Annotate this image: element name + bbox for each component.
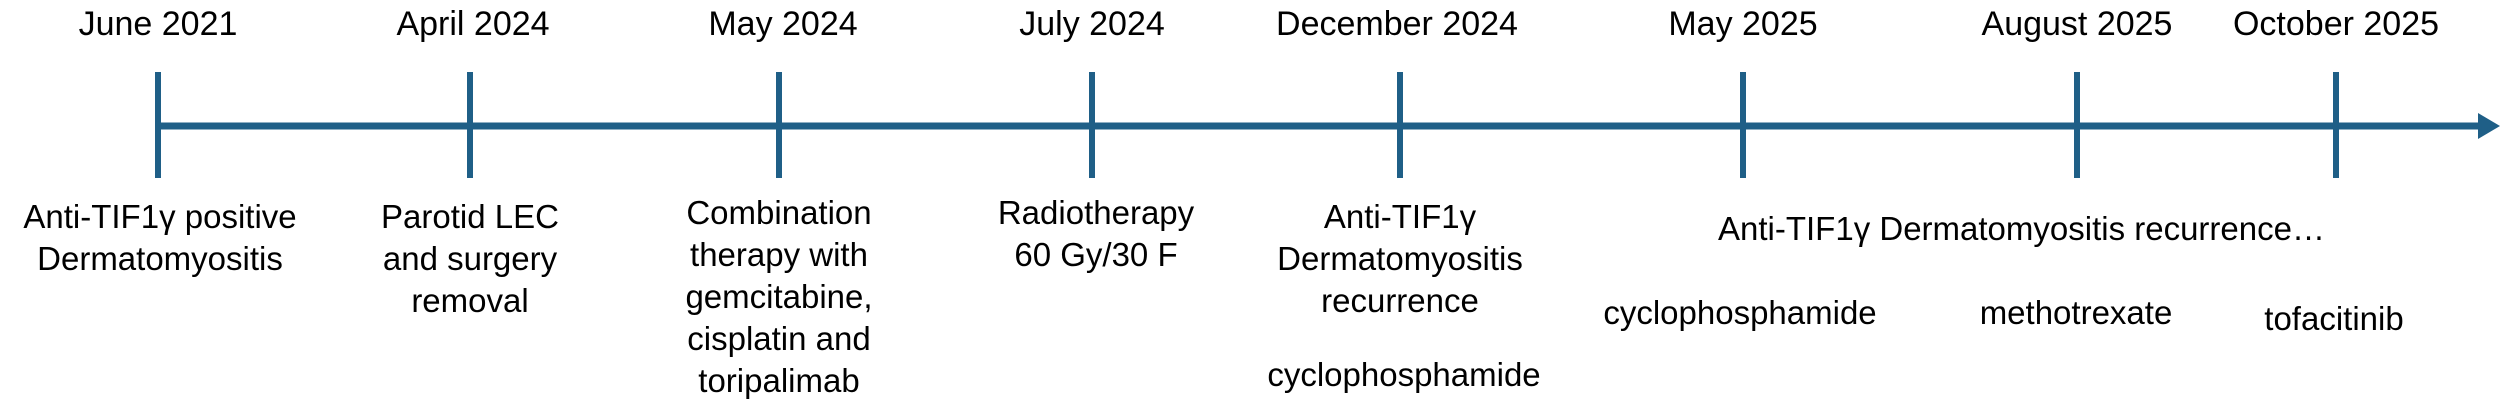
event-text-line: Combination <box>686 194 872 231</box>
event-text-line: removal <box>411 282 529 319</box>
event-text-line: Dermatomyositis <box>1277 240 1523 277</box>
recurrence-banner: Anti-TIF1γ Dermatomyositis recurrence… <box>1718 210 2325 247</box>
date-label-october-2025: October 2025 <box>2232 5 2440 43</box>
date-label-december-2024: December 2024 <box>1276 5 1518 43</box>
event-text-line: gemcitabine, <box>685 278 873 315</box>
treatment-label-october-2025: tofacitinib <box>2264 300 2404 337</box>
date-label-may-2025: May 2025 <box>1668 5 1818 43</box>
event-text-line: Anti-TIF1γ <box>1323 198 1477 235</box>
event-text-line: Dermatomyositis <box>37 240 283 277</box>
event-text-line: 60 Gy/30 F <box>1014 236 1178 273</box>
treatment-label-may-2025: cyclophosphamide <box>1603 294 1877 331</box>
event-description-july-2024: Radiotherapy 60 Gy/30 F <box>998 192 1194 276</box>
date-label-july-2024: July 2024 <box>1019 5 1165 43</box>
treatment-label-december-2024: cyclophosphamide <box>1267 356 1541 393</box>
date-label-august-2025: August 2025 <box>1981 5 2173 43</box>
event-text-line: Radiotherapy <box>997 194 1195 231</box>
date-label-april-2024: April 2024 <box>396 5 550 43</box>
event-text-line: Anti-TIF1γ positive <box>23 198 297 235</box>
event-text-line: toripalimab <box>698 362 860 399</box>
event-text-line: cisplatin and <box>687 320 871 357</box>
event-text-line: recurrence <box>1321 282 1479 319</box>
event-description-june-2021: Anti-TIF1γ positive Dermatomyositis <box>23 196 296 280</box>
treatment-label-august-2025: methotrexate <box>1979 294 2173 331</box>
event-description-december-2024: Anti-TIF1γ Dermatomyositis recurrence <box>1277 196 1523 322</box>
event-text-line: therapy with <box>690 236 868 273</box>
date-label-may-2024: May 2024 <box>708 5 858 43</box>
event-text-line: Parotid LEC <box>381 198 559 235</box>
date-label-june-2021: June 2021 <box>78 5 238 43</box>
event-description-may-2024: Combination therapy with gemcitabine, ci… <box>685 192 872 402</box>
timeline-arrowhead <box>2478 113 2500 139</box>
event-description-april-2024: Parotid LEC and surgery removal <box>381 196 559 322</box>
event-text-line: and surgery <box>382 240 558 277</box>
